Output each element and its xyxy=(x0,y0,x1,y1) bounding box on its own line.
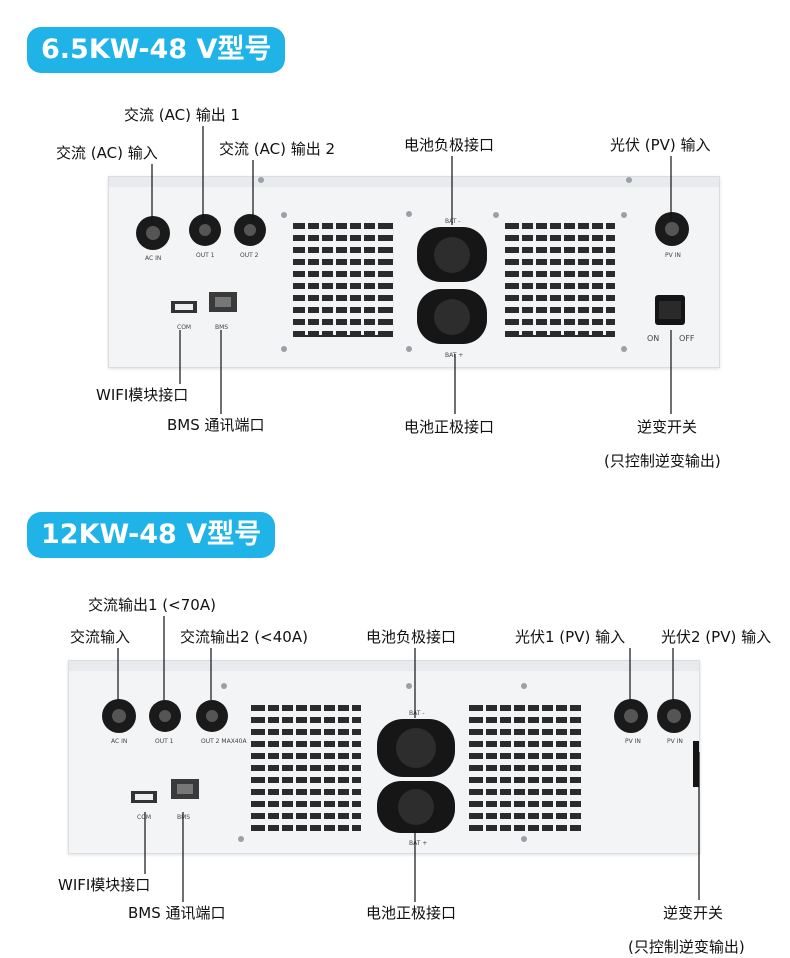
svg-text:AC IN: AC IN xyxy=(111,738,127,745)
svg-text:BMS: BMS xyxy=(215,324,228,331)
svg-text:OUT 2 MAX40A: OUT 2 MAX40A xyxy=(201,738,247,745)
label2-bat-neg: 电池负极接口 xyxy=(366,628,457,646)
svg-text:BAT -: BAT - xyxy=(409,710,425,717)
label-switch: 逆变开关 xyxy=(637,418,698,436)
label2-pv2: 光伏2 (PV) 输入 xyxy=(661,628,772,646)
svg-text:AC IN: AC IN xyxy=(145,255,161,262)
inverter-panel-6-5kw: AC IN OUT 1 OUT 2 PV IN BAT - BAT + COM … xyxy=(108,176,720,368)
svg-text:PV IN: PV IN xyxy=(667,738,683,745)
label-wifi: WIFI模块接口 xyxy=(96,386,189,404)
label-bms: BMS 通讯端口 xyxy=(167,416,265,434)
label2-switch-note: (只控制逆变输出) xyxy=(628,938,745,956)
label2-wifi: WIFI模块接口 xyxy=(58,876,151,894)
model-title-12kw: 12KW-48 V型号 xyxy=(27,512,276,558)
label-switch-note: (只控制逆变输出) xyxy=(604,452,721,470)
panel-drawing: AC IN OUT 1 OUT 2 PV IN BAT - BAT + COM … xyxy=(109,177,719,359)
svg-text:OUT 1: OUT 1 xyxy=(196,252,215,259)
label-bat-pos: 电池正极接口 xyxy=(404,418,495,436)
label2-ac-in: 交流输入 xyxy=(70,628,131,646)
panel2-drawing: AC IN OUT 1 OUT 2 MAX40A PV IN PV IN BAT… xyxy=(69,661,699,847)
label-bat-neg: 电池负极接口 xyxy=(404,136,495,154)
label-ac-out1: 交流 (AC) 输出 1 xyxy=(124,106,241,124)
svg-text:BAT +: BAT + xyxy=(409,840,427,847)
label-ac-out2: 交流 (AC) 输出 2 xyxy=(219,140,336,158)
label2-ac-out1: 交流输出1 (<70A) xyxy=(88,596,216,614)
svg-text:BAT +: BAT + xyxy=(445,352,463,359)
label-ac-in: 交流 (AC) 输入 xyxy=(56,144,158,162)
label2-switch: 逆变开关 xyxy=(663,904,724,922)
label2-ac-out2: 交流输出2 (<40A) xyxy=(180,628,308,646)
svg-text:COM: COM xyxy=(137,814,151,821)
svg-text:COM: COM xyxy=(177,324,191,331)
svg-text:PV IN: PV IN xyxy=(665,252,681,259)
inverter-panel-12kw: AC IN OUT 1 OUT 2 MAX40A PV IN PV IN BAT… xyxy=(68,660,700,854)
label2-bat-pos: 电池正极接口 xyxy=(366,904,457,922)
svg-text:ON: ON xyxy=(647,334,659,343)
svg-text:BMS: BMS xyxy=(177,814,190,821)
model-title-6-5kw: 6.5KW-48 V型号 xyxy=(27,27,286,73)
svg-text:BAT -: BAT - xyxy=(445,218,461,225)
label-pv-in: 光伏 (PV) 输入 xyxy=(610,136,711,154)
svg-text:OUT 1: OUT 1 xyxy=(155,738,174,745)
label2-bms: BMS 通讯端口 xyxy=(128,904,226,922)
svg-text:OUT 2: OUT 2 xyxy=(240,252,259,259)
svg-text:OFF: OFF xyxy=(679,334,695,343)
label2-pv1: 光伏1 (PV) 输入 xyxy=(515,628,626,646)
svg-text:PV IN: PV IN xyxy=(625,738,641,745)
